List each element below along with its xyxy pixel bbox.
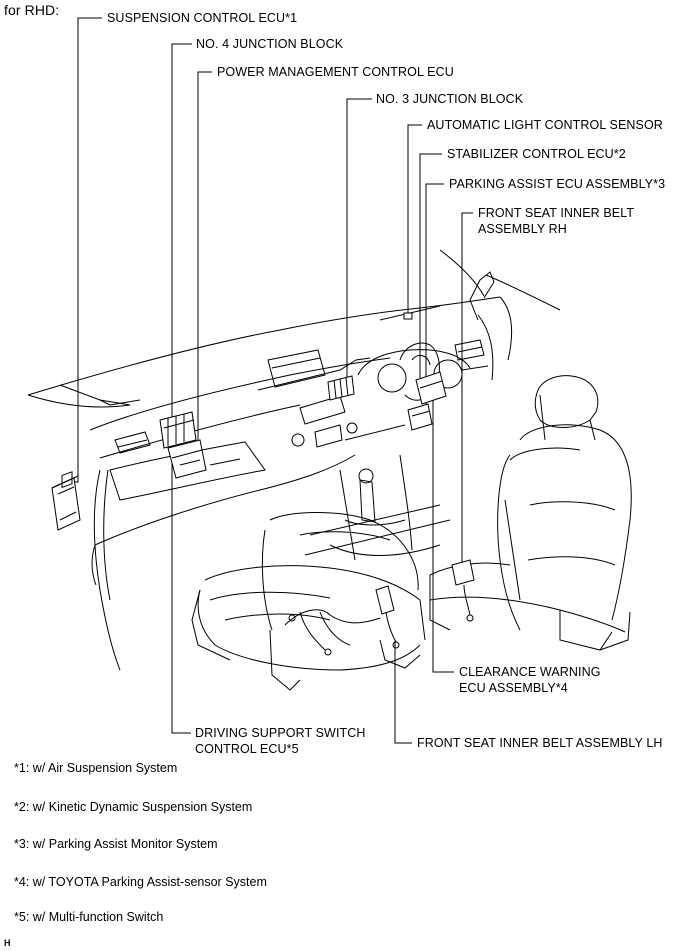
label-suspension-control-ecu: SUSPENSION CONTROL ECU*1 [107,11,298,25]
leader-stabilizer [419,153,442,378]
dashboard [27,249,561,671]
footnote-1: *1: w/ Air Suspension System [14,761,178,775]
center-console [304,424,451,561]
leader-clearance [432,398,454,673]
suspension-ecu-part [51,471,81,531]
label-driving-support-line1: DRIVING SUPPORT SWITCH [195,726,366,740]
leader-suspension-ecu [66,17,102,483]
no3-jb-part [327,375,355,401]
label-no4-junction-block: NO. 4 JUNCTION BLOCK [196,37,344,51]
components [51,312,475,656]
stabilizer-ecu-part [415,371,447,405]
label-power-management-ecu: POWER MANAGEMENT CONTROL ECU [217,65,454,79]
seat-belt-lh-part [375,585,400,649]
label-stabilizer-ecu: STABILIZER CONTROL ECU*2 [447,147,626,161]
auto-light-sensor-part [403,312,413,320]
no4-jb-part [159,411,197,449]
parking-assist-ecu-part [407,403,433,431]
label-clearance-warning-line2: ECU ASSEMBLY*4 [459,681,568,695]
leader-power-mgmt [197,71,212,440]
footnote-3: *3: w/ Parking Assist Monitor System [14,837,218,851]
label-clearance-warning-line1: CLEARANCE WARNING [459,665,601,679]
leader-lines [66,17,473,744]
footnote-5: *5: w/ Multi-function Switch [14,910,164,924]
leader-auto-light [407,124,422,313]
label-front-seat-belt-rh-line2: ASSEMBLY RH [478,222,567,236]
front-seat-left [191,512,426,691]
footnote-2: *2: w/ Kinetic Dynamic Suspension System [14,800,253,814]
power-mgmt-ecu-part [167,439,207,479]
leader-parking-assist [425,183,444,408]
label-no3-junction-block: NO. 3 JUNCTION BLOCK [376,92,524,106]
label-parking-assist-ecu: PARKING ASSIST ECU ASSEMBLY*3 [449,177,666,191]
label-auto-light-sensor: AUTOMATIC LIGHT CONTROL SENSOR [427,118,663,132]
front-seat-right [429,375,632,651]
label-driving-support-line2: CONTROL ECU*5 [195,742,299,756]
leader-no3-jb [346,98,372,378]
leader-seat-belt-rh [461,212,473,568]
leader-no4-jb [171,43,192,734]
wire-harness [284,609,381,656]
corner-mark: H [4,938,11,948]
variant-heading: for RHD: [4,2,60,18]
seat-belt-rh-part [451,559,475,622]
label-front-seat-belt-rh-line1: FRONT SEAT INNER BELT [478,206,635,220]
leader-seat-belt-lh [394,640,412,744]
footnote-4: *4: w/ TOYOTA Parking Assist-sensor Syst… [14,875,267,889]
label-front-seat-belt-lh: FRONT SEAT INNER BELT ASSEMBLY LH [417,736,663,750]
